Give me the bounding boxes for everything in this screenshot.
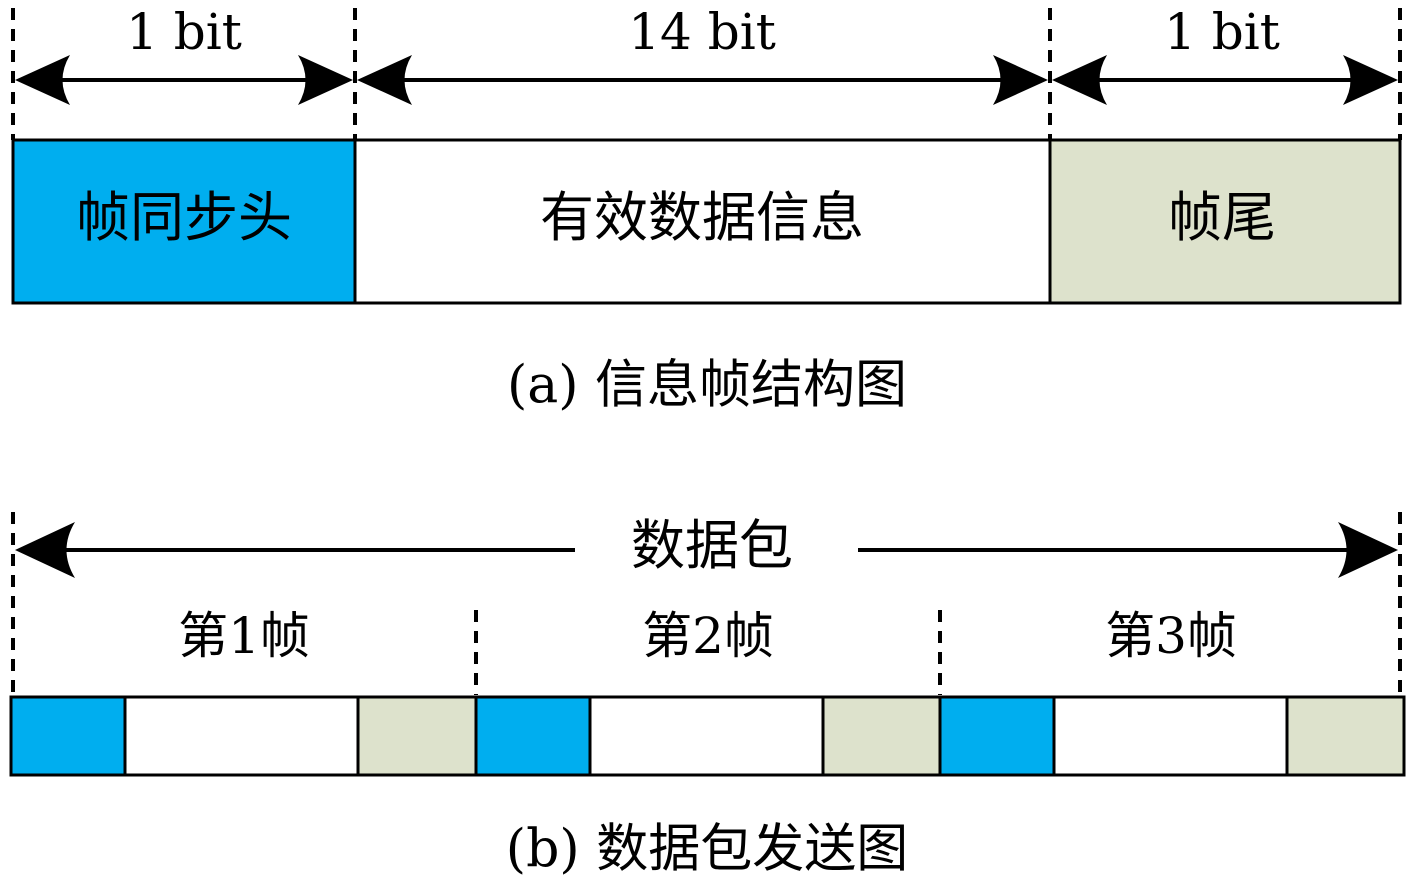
frame-label-3: 第3帧 bbox=[1105, 607, 1237, 665]
packet-section: 数据包 第1帧 第2帧 第3帧 (b) 数据包发送图 bbox=[9, 512, 1406, 880]
arrowhead-left-icon bbox=[15, 522, 75, 578]
frame-label-2: 第2帧 bbox=[642, 607, 774, 665]
bit-label-payload: 14 bit bbox=[628, 3, 776, 61]
caption-b: (b) 数据包发送图 bbox=[506, 820, 908, 880]
frame-3-sync-box bbox=[938, 695, 1056, 777]
segment-box-payload bbox=[353, 138, 1052, 305]
frame-3-tail-box bbox=[1285, 695, 1406, 777]
frame-1-payload-box bbox=[123, 695, 360, 777]
arrowhead-left-icon bbox=[357, 55, 412, 105]
frame-2-payload-box bbox=[588, 695, 825, 777]
frame-1-tail-box bbox=[356, 695, 478, 777]
packet-span-arrow bbox=[15, 522, 1398, 578]
frame-1-sync-box bbox=[9, 695, 127, 777]
frame-2-sync-box bbox=[474, 695, 592, 777]
segment-label-tail: 帧尾 bbox=[1168, 186, 1276, 249]
arrowhead-right-icon bbox=[993, 55, 1048, 105]
arrowhead-right-icon bbox=[1338, 522, 1398, 578]
bit-label-sync: 1 bit bbox=[126, 3, 242, 61]
arrowhead-right-icon bbox=[298, 55, 353, 105]
segment-box-sync bbox=[11, 138, 357, 305]
segment-box-tail bbox=[1048, 138, 1402, 305]
packet-label: 数据包 bbox=[631, 514, 793, 577]
arrowhead-right-icon bbox=[1343, 55, 1398, 105]
caption-a: (a) 信息帧结构图 bbox=[507, 356, 907, 416]
arrowhead-left-icon bbox=[15, 55, 70, 105]
frame-3-payload-box bbox=[1052, 695, 1289, 777]
frame-structure-section: 1 bit 14 bit 1 bit 帧同步头 有效数据信息 帧尾 (a) 信息… bbox=[11, 3, 1402, 416]
frame-2-tail-box bbox=[821, 695, 942, 777]
segment-label-payload: 有效数据信息 bbox=[540, 186, 864, 249]
segment-label-sync: 帧同步头 bbox=[76, 186, 292, 249]
bit-width-arrow-tail bbox=[1052, 55, 1398, 105]
bit-width-arrow-payload bbox=[357, 55, 1048, 105]
bit-label-tail: 1 bit bbox=[1164, 3, 1280, 61]
arrowhead-left-icon bbox=[1052, 55, 1107, 105]
bit-width-arrow-sync bbox=[15, 55, 353, 105]
frame-label-1: 第1帧 bbox=[178, 607, 310, 665]
